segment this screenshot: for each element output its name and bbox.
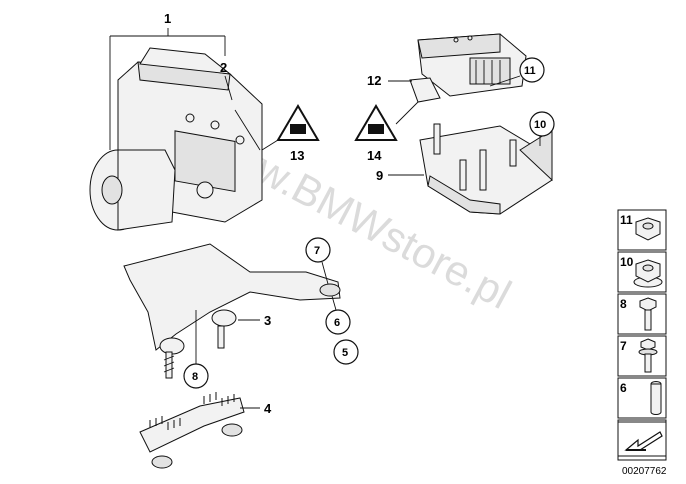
hex-nut-icon	[635, 217, 661, 241]
sensor-drawing	[409, 33, 527, 103]
warning-label-14: 14	[354, 101, 419, 163]
callout-5: 5	[333, 339, 359, 365]
callout-7-label: 7	[314, 245, 320, 257]
legend-label-1: 10	[620, 255, 634, 269]
callout-6-label: 6	[334, 317, 340, 329]
callout-9-label: 9	[376, 168, 383, 183]
callout-4-label: 4	[264, 401, 272, 416]
callout-6: 6	[325, 295, 351, 335]
legend-label-4: 6	[620, 381, 627, 395]
sleeve-icon	[650, 381, 662, 415]
document-number: 00207762	[622, 466, 667, 477]
callout-2: 2	[220, 60, 233, 101]
unit-bracket-drawing	[123, 243, 341, 379]
callout-14-label: 14	[367, 148, 382, 163]
callout-10: 10	[529, 111, 555, 146]
sensor-bracket-drawing	[419, 123, 553, 215]
callout-1: 1	[109, 11, 226, 150]
warning-label-13: 13	[261, 104, 320, 163]
hydraulic-unit-drawing	[89, 47, 263, 231]
callout-10-label: 10	[534, 119, 546, 131]
rubber-mount-drawing	[139, 392, 245, 469]
callout-5-label: 5	[342, 347, 348, 359]
collar-nut-icon	[633, 259, 663, 288]
legend-label-0: 11	[620, 213, 633, 227]
callout-12: 12	[367, 73, 412, 88]
callout-8-label: 8	[192, 371, 198, 383]
callout-2-label: 2	[220, 60, 227, 75]
callout-9: 9	[376, 168, 424, 183]
callout-12-label: 12	[367, 73, 381, 88]
bolt-with-washer-icon	[638, 338, 658, 373]
legend-label-2: 8	[620, 297, 627, 311]
callout-7: 7	[305, 237, 331, 285]
callout-11-label: 11	[524, 65, 536, 77]
callout-8: 8	[183, 310, 209, 389]
callout-3: 3	[238, 313, 271, 328]
legend-label-3: 7	[620, 339, 627, 353]
hex-bolt-icon	[639, 297, 657, 331]
callout-13-label: 13	[290, 148, 304, 163]
callout-11: 11	[489, 57, 545, 87]
callout-3-label: 3	[264, 313, 271, 328]
callout-4: 4	[240, 401, 272, 416]
parts-legend: 11 10 8 7 6 5	[617, 209, 667, 461]
callout-1-label: 1	[164, 11, 171, 26]
